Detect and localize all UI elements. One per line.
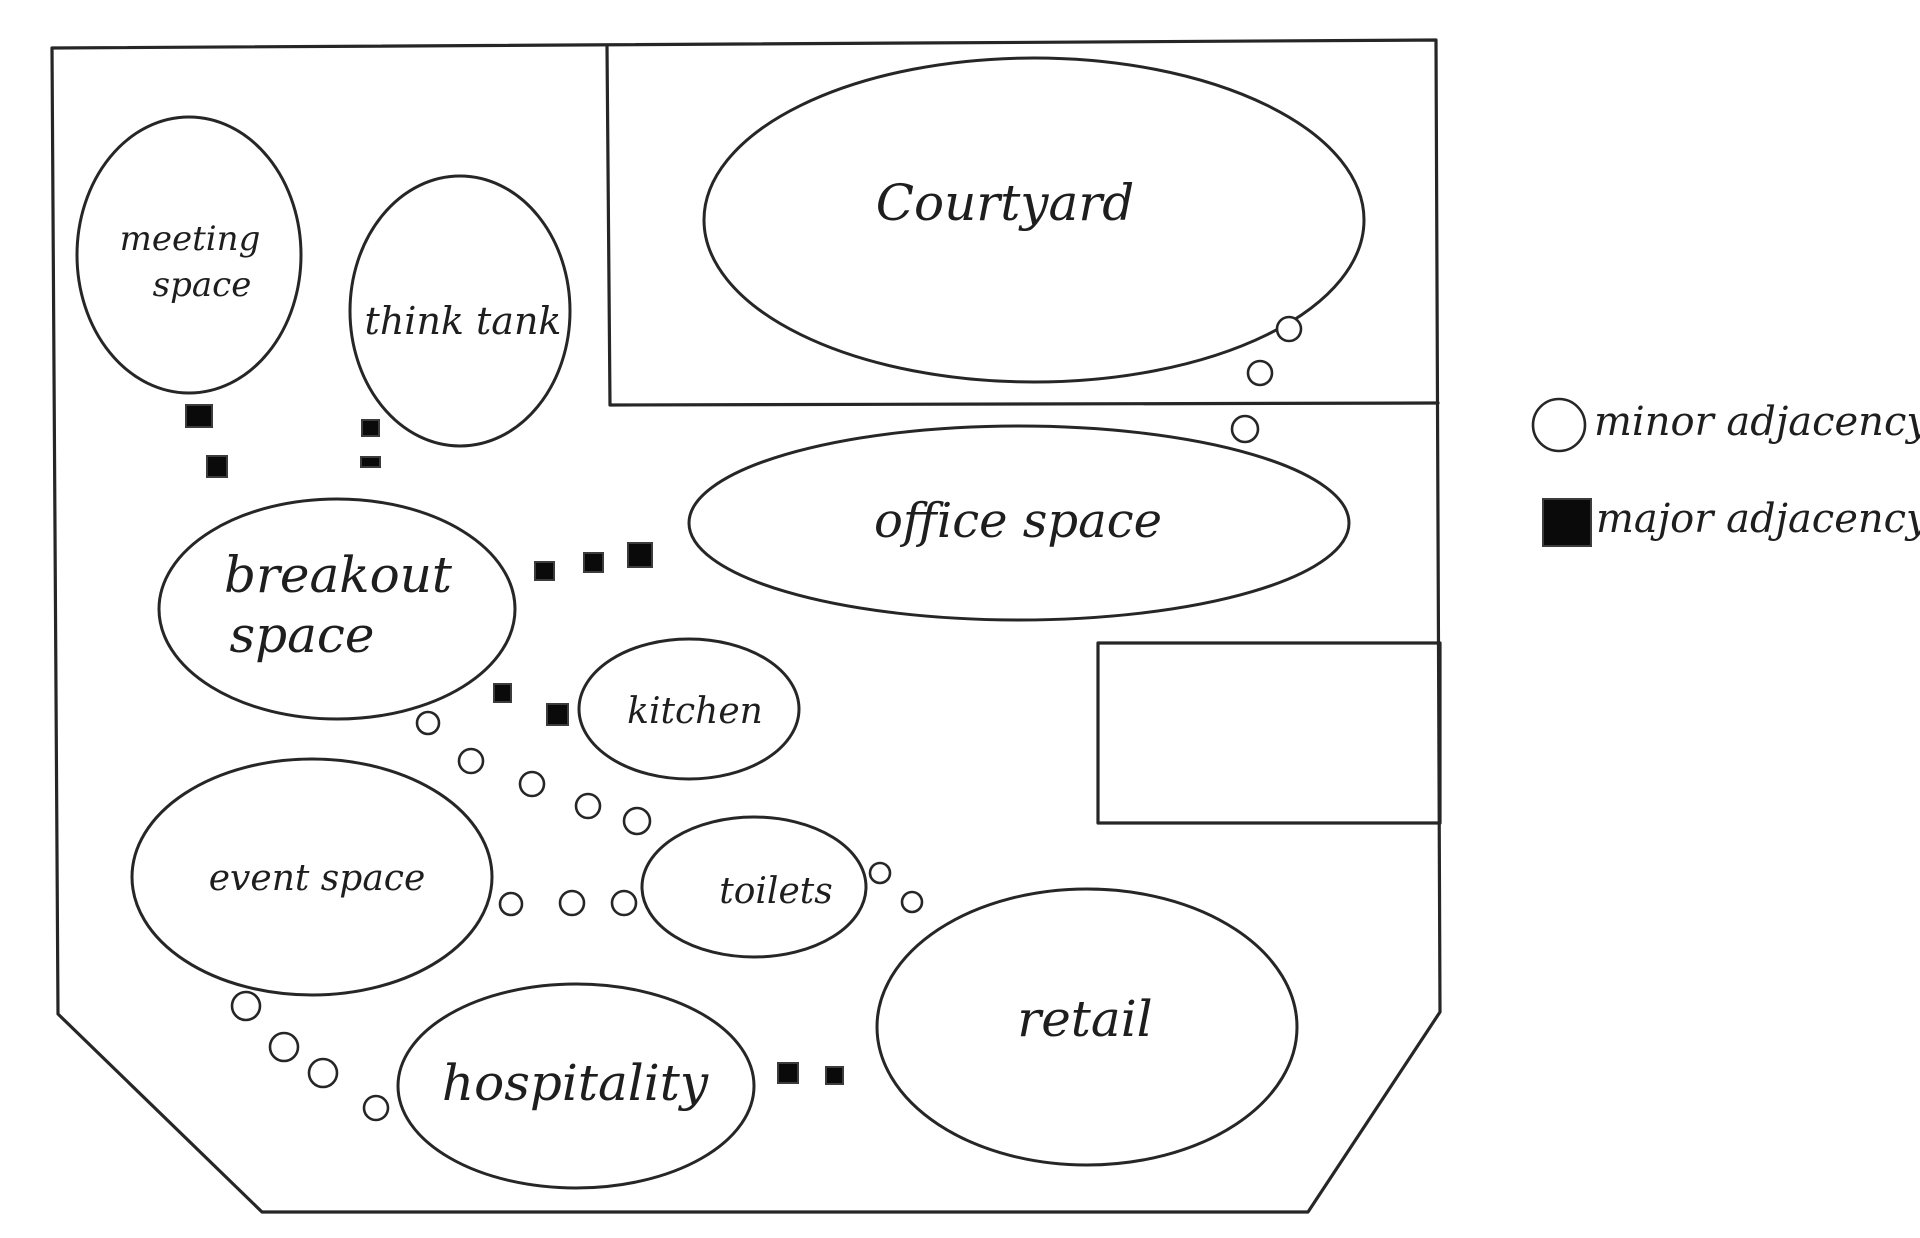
office-space-bubble: office space xyxy=(687,424,1351,622)
minor-adjacency-marker xyxy=(1275,315,1303,343)
meeting-space-outline xyxy=(75,115,303,395)
office-space-outline xyxy=(687,424,1351,622)
minor-adjacency-marker xyxy=(362,1094,390,1122)
event-space-label: event space xyxy=(209,858,426,899)
retail-bubble: retail xyxy=(875,887,1299,1167)
major-adjacency-marker xyxy=(825,1066,844,1085)
minor-adjacency-marker xyxy=(498,891,524,917)
major-adjacency-marker xyxy=(206,455,228,478)
minor-adjacency-marker xyxy=(518,770,546,798)
major-adjacency-marker xyxy=(627,542,653,568)
legend-major-label: major adjacency xyxy=(1596,496,1920,542)
courtyard-label: Courtyard xyxy=(876,174,1135,232)
retail-label: retail xyxy=(1017,990,1152,1048)
kitchen-label: kitchen xyxy=(627,691,763,732)
courtyard-bubble: Courtyard xyxy=(702,56,1366,384)
minor-adjacency-marker xyxy=(610,889,638,917)
major-adjacency-marker xyxy=(360,456,381,468)
legend-major-icon xyxy=(1542,498,1592,547)
toilets-label: toilets xyxy=(719,871,832,912)
minor-adjacency-marker xyxy=(1230,414,1260,444)
minor-adjacency-marker xyxy=(268,1031,300,1063)
major-adjacency-marker xyxy=(493,683,512,703)
major-adjacency-marker xyxy=(185,404,213,428)
courtyard-outline xyxy=(702,56,1366,384)
hospitality-outline xyxy=(396,982,756,1190)
major-adjacency-marker xyxy=(583,552,604,573)
kitchen-outline xyxy=(577,637,801,781)
meeting-space-bubble: meeting space xyxy=(75,115,303,395)
breakout-space-bubble: breakout space xyxy=(157,497,517,721)
meeting-space-label-line1: meeting xyxy=(120,219,261,259)
kitchen-bubble: kitchen xyxy=(577,637,801,781)
minor-adjacency-marker xyxy=(230,990,262,1022)
legend: minor adjacency major adjacency xyxy=(1531,397,1920,547)
minor-adjacency-marker xyxy=(415,710,441,736)
breakout-space-label-line1: breakout xyxy=(224,546,453,604)
event-space-bubble: event space xyxy=(130,757,494,997)
retail-outline xyxy=(875,887,1299,1167)
major-adjacency-marker xyxy=(546,703,569,726)
hospitality-label: hospitality xyxy=(442,1054,709,1112)
event-space-outline xyxy=(130,757,494,997)
building-outline xyxy=(50,38,1442,1214)
think-tank-bubble: think tank xyxy=(348,174,572,448)
minor-adjacency-markers xyxy=(230,315,1303,1122)
minor-adjacency-marker xyxy=(558,889,586,917)
think-tank-outline xyxy=(348,174,572,448)
courtyard-enclosure xyxy=(605,44,1440,407)
major-adjacency-markers xyxy=(185,404,844,1085)
think-tank-label: think tank xyxy=(365,299,562,343)
toilets-bubble: toilets xyxy=(640,815,868,959)
major-adjacency-marker xyxy=(361,419,380,437)
breakout-space-outline xyxy=(157,497,517,721)
major-adjacency-marker xyxy=(534,561,555,581)
minor-adjacency-marker xyxy=(1246,359,1274,387)
minor-adjacency-marker xyxy=(868,861,892,885)
hospitality-bubble: hospitality xyxy=(396,982,756,1190)
legend-major-item: major adjacency xyxy=(1542,496,1920,547)
breakout-space-label-line2: space xyxy=(229,606,374,664)
minor-adjacency-marker xyxy=(457,747,485,775)
minor-adjacency-marker xyxy=(307,1057,339,1089)
minor-adjacency-marker xyxy=(900,890,924,914)
service-box xyxy=(1096,641,1442,825)
meeting-space-label-line2: space xyxy=(153,265,252,305)
minor-adjacency-marker xyxy=(622,806,652,836)
minor-adjacency-marker xyxy=(574,792,602,820)
legend-minor-label: minor adjacency xyxy=(1594,399,1920,445)
legend-minor-item: minor adjacency xyxy=(1531,397,1920,453)
major-adjacency-marker xyxy=(777,1062,799,1084)
toilets-outline xyxy=(640,815,868,959)
legend-minor-icon xyxy=(1531,397,1587,453)
office-space-label: office space xyxy=(874,493,1162,549)
